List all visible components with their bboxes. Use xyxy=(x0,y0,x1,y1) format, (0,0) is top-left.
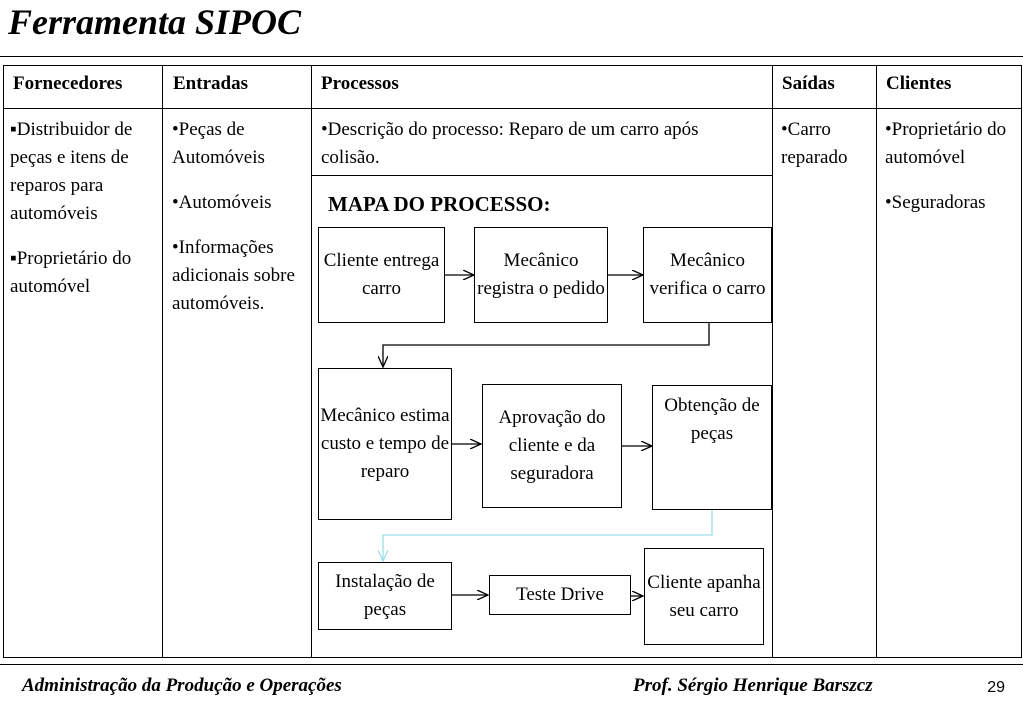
column-divider xyxy=(311,66,312,657)
fornecedor-item: ▪Proprietário do automóvel xyxy=(10,248,132,297)
clientes-cell: •Proprietário do automóvel •Seguradoras xyxy=(885,116,1019,234)
footer-course: Administração da Produção e Operações xyxy=(22,675,342,696)
entrada-item: •Automóveis xyxy=(172,192,272,213)
process-step-box: Cliente apanha seu carro xyxy=(644,548,764,645)
process-step-box: Mecânico verifica o carro xyxy=(643,227,772,323)
header-processos: Processos xyxy=(321,73,399,94)
process-step-box: Teste Drive xyxy=(489,575,631,615)
column-divider xyxy=(162,66,163,657)
title-divider xyxy=(0,56,1023,57)
column-divider xyxy=(876,66,877,657)
page-number: 29 xyxy=(987,679,1005,696)
footer-divider xyxy=(0,664,1023,665)
header-divider xyxy=(4,108,1021,109)
process-step-box: Cliente entrega carro xyxy=(318,227,445,323)
entrada-item: •Informações adicionais sobre automóveis… xyxy=(172,237,295,314)
process-step-box: Obtenção de peças xyxy=(652,385,772,510)
description-divider xyxy=(311,175,772,176)
header-fornecedores: Fornecedores xyxy=(13,73,123,94)
process-step-box: Mecânico estima custo e tempo de reparo xyxy=(318,368,452,520)
process-step-box: Aprovação do cliente e da seguradora xyxy=(482,384,622,508)
cliente-item: •Proprietário do automóvel xyxy=(885,119,1007,168)
fornecedor-item: ▪Distribuidor de peças e itens de reparo… xyxy=(10,119,133,224)
process-map-title: MAPA DO PROCESSO: xyxy=(328,192,551,216)
sipoc-table: Fornecedores Entradas Processos Saídas C… xyxy=(3,65,1022,658)
header-saidas: Saídas xyxy=(782,73,835,94)
fornecedores-cell: ▪Distribuidor de peças e itens de reparo… xyxy=(10,116,150,318)
cliente-item: •Seguradoras xyxy=(885,192,986,213)
header-clientes: Clientes xyxy=(886,73,952,94)
elbow-connector xyxy=(383,510,713,561)
process-step-box: Instalação de peças xyxy=(318,562,452,630)
entradas-cell: •Peças de Automóveis •Automóveis •Inform… xyxy=(172,116,308,335)
header-entradas: Entradas xyxy=(173,73,248,94)
saida-item: •Carro reparado xyxy=(781,119,848,168)
process-step-box: Mecânico registra o pedido xyxy=(474,227,608,323)
slide-title: Ferramenta SIPOC xyxy=(8,2,302,42)
process-description: •Descrição do processo: Reparo de um car… xyxy=(321,119,699,168)
saidas-cell: •Carro reparado xyxy=(781,116,873,189)
footer-author: Prof. Sérgio Henrique Barszcz xyxy=(633,675,873,696)
entrada-item: •Peças de Automóveis xyxy=(172,119,265,168)
column-divider xyxy=(772,66,773,657)
elbow-connector xyxy=(383,323,710,367)
